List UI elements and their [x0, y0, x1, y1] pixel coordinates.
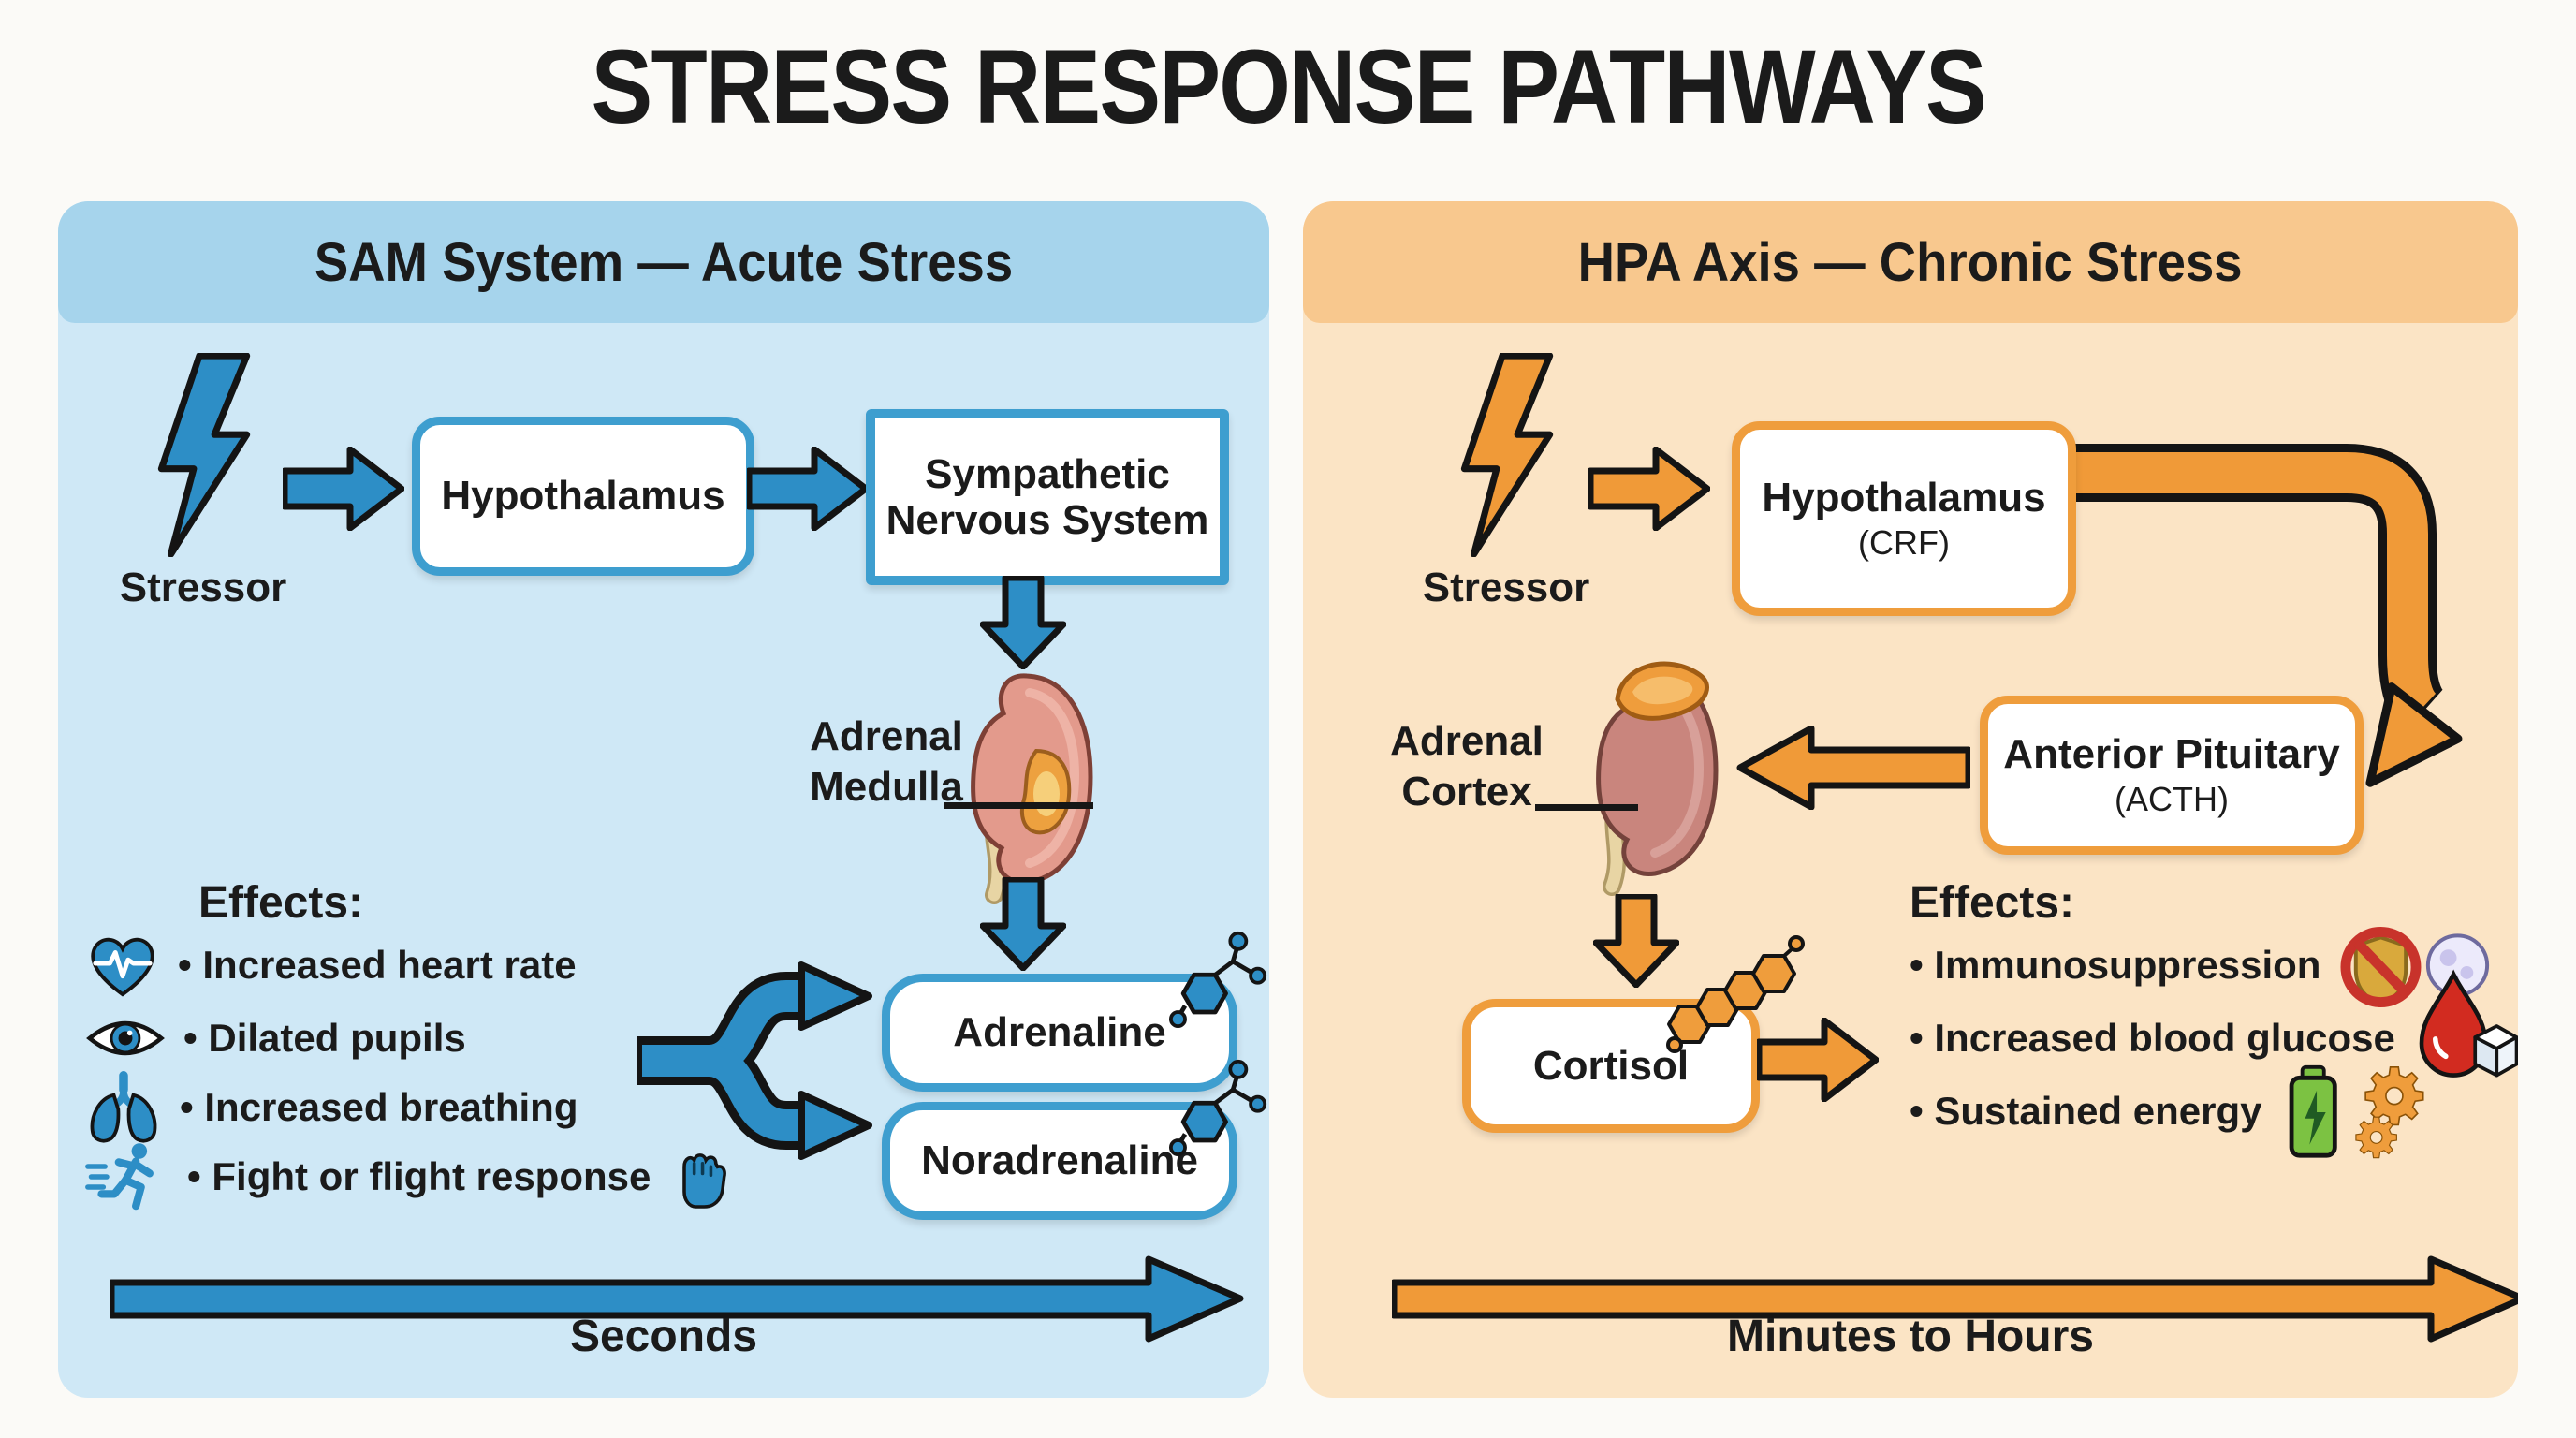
connector-hypothalamus-to-pituitary [2056, 444, 2463, 787]
eye-icon [86, 1020, 165, 1056]
anterior-pituitary-acth-label: (ACTH) [2115, 780, 2229, 819]
noradrenaline-molecule-icon [1169, 1058, 1268, 1157]
effect-label: • Increased breathing [180, 1085, 578, 1129]
effect-label: • Immunosuppression [1910, 943, 2321, 987]
hypothalamus-crf-label: (CRF) [1858, 523, 1950, 563]
seconds-timeline-label: Seconds [569, 1312, 758, 1361]
fist-icon [682, 1153, 727, 1209]
stressor-lightning-icon [1443, 353, 1567, 557]
hpa-panel-title: HPA Axis — Chronic Stress [1578, 231, 2243, 293]
stressor-label: Stressor [1422, 565, 1590, 610]
arrow-cortisol-to-effects [1752, 1018, 1883, 1102]
hpa-panel-header: HPA Axis — Chronic Stress [1303, 201, 2518, 323]
arrow-pituitary-to-adrenal-cortex [1736, 726, 1970, 810]
sam-system-panel: SAM System — Acute Stress Stressor Hypot… [58, 201, 1269, 1398]
kidney-adrenal-cortex-illustration [1596, 661, 1719, 896]
immunosuppression-icon [2340, 926, 2490, 1007]
sustained-energy-icon [2290, 1064, 2425, 1159]
arrow-hypothalamus-to-sns [747, 447, 869, 531]
adrenal-medulla-pointer-line [944, 802, 1093, 809]
fork-arrow-to-hormones [637, 961, 872, 1160]
cortisol-label: Cortisol [1532, 1042, 1690, 1089]
noradrenaline-label: Noradrenaline [921, 1137, 1198, 1184]
effect-label: • Sustained energy [1910, 1089, 2262, 1133]
cortisol-box: Cortisol [1462, 935, 1805, 1133]
sns-label-line1: Sympathetic [925, 450, 1170, 497]
effect-row-fight-flight: • Fight or flight response [85, 1141, 729, 1212]
stressor-lightning-icon [140, 353, 264, 557]
adrenal-cortex-pointer-line [1535, 804, 1638, 811]
adrenaline-box: Adrenaline [882, 974, 1237, 1092]
runner-icon [85, 1143, 154, 1211]
hpa-axis-panel: HPA Axis — Chronic Stress Stressor Hypot… [1303, 201, 2518, 1398]
effect-row-blood-glucose: • Increased blood glucose [1910, 969, 2518, 1078]
arrow-medulla-to-adrenaline [980, 877, 1066, 971]
sympathetic-nervous-system-box: Sympathetic Nervous System [866, 409, 1229, 585]
arrow-sns-to-adrenal-medulla [980, 576, 1066, 669]
cortisol-molecule-icon [1666, 935, 1805, 1053]
effect-row-pupils: • Dilated pupils [86, 1003, 466, 1074]
anterior-pituitary-label: Anterior Pituitary [2003, 731, 2340, 778]
lungs-icon [90, 1071, 157, 1143]
sns-label-line2: Nervous System [886, 497, 1209, 543]
blood-glucose-icon [2419, 969, 2518, 1078]
adrenaline-label: Adrenaline [953, 1009, 1166, 1056]
arrow-stressor-to-hypothalamus [283, 447, 404, 531]
effect-row-sustained-energy: • Sustained energy [1910, 1064, 2430, 1159]
sam-panel-title: SAM System — Acute Stress [314, 231, 1014, 293]
effect-row-heart-rate: • Increased heart rate [86, 930, 577, 1001]
effect-label: • Dilated pupils [183, 1016, 466, 1060]
effect-label: • Fight or flight response [187, 1154, 651, 1198]
sam-panel-header: SAM System — Acute Stress [58, 201, 1269, 323]
page-title: STRESS RESPONSE PATHWAYS [0, 26, 2576, 147]
adrenal-medulla-label: Adrenal Medulla [810, 713, 963, 810]
stressor-label: Stressor [119, 565, 287, 610]
arrow-stressor-to-hypothalamus [1588, 447, 1710, 531]
page-title-text: STRESS RESPONSE PATHWAYS [591, 28, 1986, 145]
hypothalamus-box: Hypothalamus [412, 417, 754, 576]
adrenal-cortex-label: Adrenal Cortex [1390, 718, 1544, 814]
effect-label: • Increased blood glucose [1910, 1016, 2395, 1060]
hypothalamus-label: Hypothalamus [1762, 475, 2046, 521]
noradrenaline-box: Noradrenaline [882, 1102, 1237, 1220]
anterior-pituitary-box: Anterior Pituitary (ACTH) [1980, 696, 2364, 855]
adrenaline-molecule-icon [1169, 930, 1268, 1029]
sam-effects-heading: Effects: [198, 878, 364, 928]
effect-row-breathing: • Increased breathing [86, 1071, 578, 1143]
effect-row-immunosuppression: • Immunosuppression [1910, 926, 2496, 1007]
minutes-to-hours-timeline-label: Minutes to Hours [1727, 1312, 2094, 1361]
hpa-effects-heading: Effects: [1910, 878, 2075, 928]
hypothalamus-label: Hypothalamus [441, 473, 725, 520]
hypothalamus-box: Hypothalamus (CRF) [1732, 421, 2076, 616]
effect-label: • Increased heart rate [178, 943, 577, 987]
heart-rate-icon [91, 937, 154, 997]
